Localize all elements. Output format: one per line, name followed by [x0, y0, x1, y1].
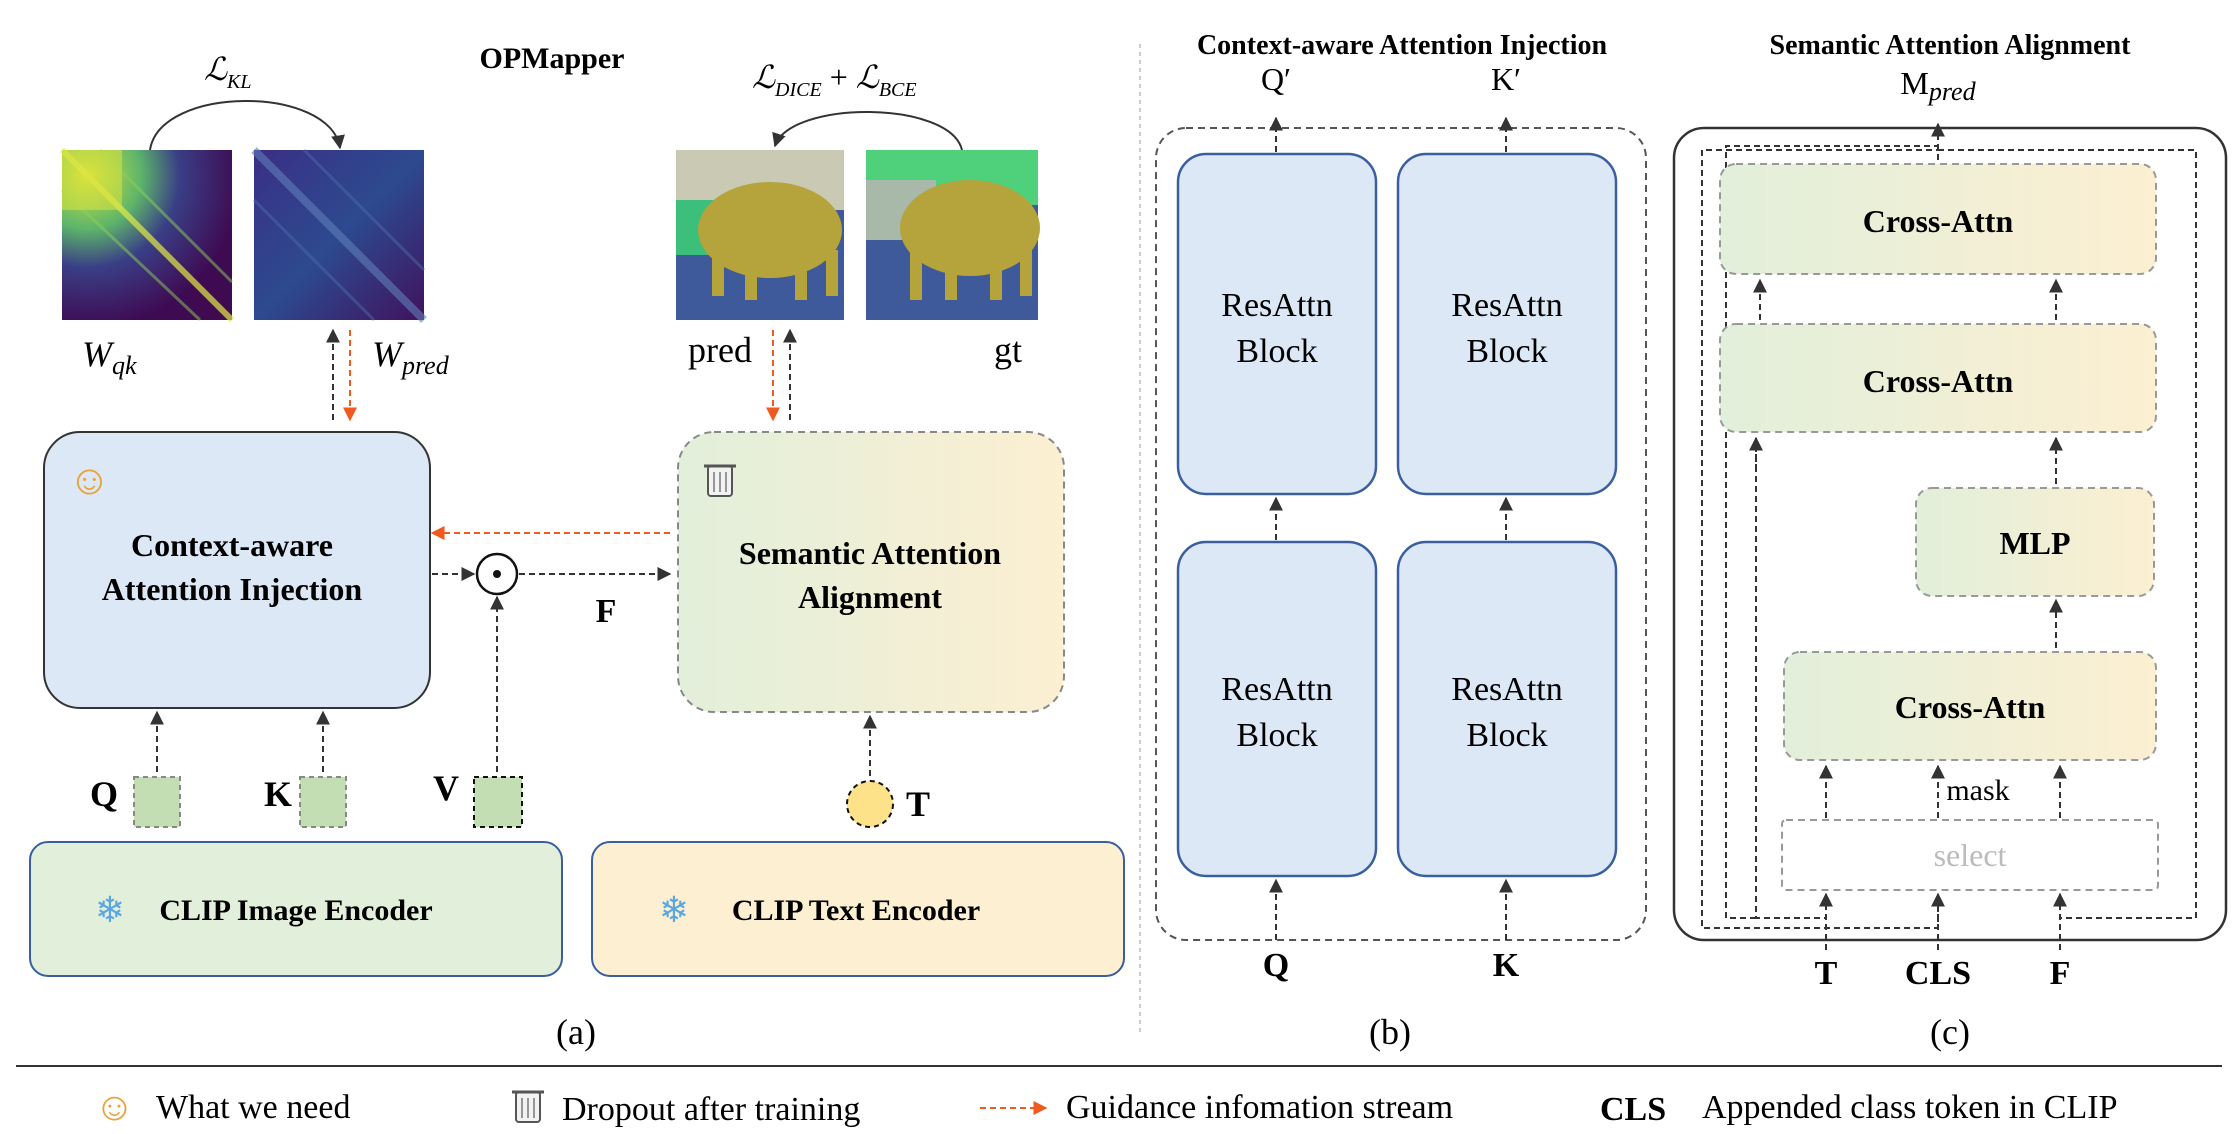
legend-cls-key: CLS — [1600, 1091, 1666, 1128]
v-token — [473, 776, 523, 828]
resattn-block-k-bottom: ResAttn Block — [1396, 540, 1618, 878]
w-qk-map — [59, 147, 235, 323]
k-input-label: K — [1493, 947, 1520, 984]
k-token — [299, 776, 347, 828]
svg-text:Block: Block — [1236, 717, 1317, 754]
cai-label-line2: Attention Injection — [102, 571, 363, 607]
seg-loss-label: ℒDICE + ℒBCE — [752, 59, 917, 101]
resattn-block-q-bottom: ResAttn Block — [1176, 540, 1378, 878]
v-token-label: V — [433, 768, 459, 808]
saa-label-line2: Alignment — [798, 579, 942, 615]
panel-a: OPMapper ℒKL Wqk Wpred ℒDICE + ℒBCE — [29, 42, 1125, 1052]
saa-label-line1: Semantic Attention — [739, 535, 1001, 571]
w-pred-label: Wpred — [372, 334, 450, 380]
snowflake-icon: ❄ — [659, 890, 689, 930]
mlp-block: MLP — [1915, 487, 2155, 597]
panel-a-title: OPMapper — [480, 42, 625, 75]
panel-c-frame — [1672, 126, 2228, 942]
saa-box — [677, 431, 1065, 713]
panel-a-caption: (a) — [556, 1012, 596, 1052]
svg-text:ResAttn: ResAttn — [1451, 671, 1562, 708]
svg-text:select: select — [1934, 837, 2007, 873]
pred-image — [676, 150, 844, 320]
panel-b-caption: (b) — [1369, 1012, 1411, 1052]
panel-c-caption: (c) — [1930, 1012, 1970, 1052]
select-block: select — [1781, 819, 2159, 891]
clip-text-encoder-box — [591, 841, 1125, 977]
panel-b-title: Context-aware Attention Injection — [1197, 30, 1608, 61]
mask-label: mask — [1946, 774, 2009, 807]
svg-text:Block: Block — [1466, 717, 1547, 754]
svg-text:MLP: MLP — [1999, 525, 2070, 561]
clip-text-encoder-label: CLIP Text Encoder — [732, 894, 980, 927]
f-input-label: F — [2050, 955, 2071, 992]
legend: ☺ What we need Dropout after training Gu… — [94, 1084, 2118, 1129]
trash-icon — [704, 464, 736, 497]
cross-attn-block-bottom: Cross-Attn — [1783, 651, 2157, 761]
panel-c-title: Semantic Attention Alignment — [1770, 30, 2132, 61]
t-skip-line-2 — [1725, 145, 1938, 919]
seg-loss-arrow — [772, 111, 963, 151]
q-prime-label: Q′ — [1261, 61, 1291, 97]
svg-text:ResAttn: ResAttn — [1451, 287, 1562, 324]
cai-label-line1: Context-aware — [131, 527, 333, 563]
w-qk-label: Wqk — [82, 334, 137, 380]
legend-cls-desc: Appended class token in CLIP — [1702, 1089, 2118, 1126]
cls-input-label: CLS — [1905, 955, 1971, 992]
cross-attn-block-top: Cross-Attn — [1719, 163, 2157, 275]
pred-label: pred — [688, 330, 752, 370]
clip-image-encoder-label: CLIP Image Encoder — [159, 894, 432, 927]
svg-text:ResAttn: ResAttn — [1221, 287, 1332, 324]
snowflake-icon: ❄ — [95, 890, 125, 930]
resattn-block-k-top: ResAttn Block — [1396, 152, 1618, 496]
panel-c: Semantic Attention Alignment Mpred Cross… — [1672, 30, 2228, 1052]
clip-image-encoder-box — [29, 841, 563, 977]
gt-image — [866, 150, 1040, 320]
kl-loss-label: ℒKL — [204, 51, 252, 93]
m-pred-label: Mpred — [1900, 65, 1976, 106]
legend-guidance-label: Guidance infomation stream — [1066, 1089, 1453, 1126]
q-token — [133, 776, 181, 828]
panel-b-frame — [1155, 127, 1647, 941]
odot-dot — [493, 570, 501, 578]
q-input-label: Q — [1263, 947, 1289, 984]
w-pred-map — [251, 147, 427, 323]
resattn-block-q-top: ResAttn Block — [1176, 152, 1378, 496]
svg-text:Block: Block — [1466, 333, 1547, 370]
svg-text:Cross-Attn: Cross-Attn — [1863, 363, 2014, 399]
cai-box — [43, 431, 431, 709]
kl-loss-arrow — [149, 100, 345, 151]
f-label: F — [596, 593, 617, 630]
k-prime-label: K′ — [1491, 61, 1521, 97]
legend-dropout-label: Dropout after training — [562, 1091, 860, 1128]
q-token-label: Q — [90, 774, 118, 814]
panel-b: Context-aware Attention Injection Q′ K′ … — [1155, 30, 1647, 1052]
svg-text:Block: Block — [1236, 333, 1317, 370]
legend-need-label: What we need — [156, 1089, 350, 1126]
need-icon: ☺ — [94, 1084, 135, 1129]
t-token-label: T — [906, 784, 930, 824]
gt-label: gt — [994, 330, 1022, 370]
need-icon: ☺ — [68, 458, 111, 504]
t-token — [846, 780, 894, 828]
trash-icon — [512, 1090, 544, 1123]
k-token-label: K — [264, 774, 292, 814]
cross-attn-block-middle: Cross-Attn — [1719, 323, 2157, 433]
svg-text:ResAttn: ResAttn — [1221, 671, 1332, 708]
svg-text:Cross-Attn: Cross-Attn — [1895, 689, 2046, 725]
svg-text:Cross-Attn: Cross-Attn — [1863, 203, 2014, 239]
t-input-label: T — [1815, 955, 1838, 992]
